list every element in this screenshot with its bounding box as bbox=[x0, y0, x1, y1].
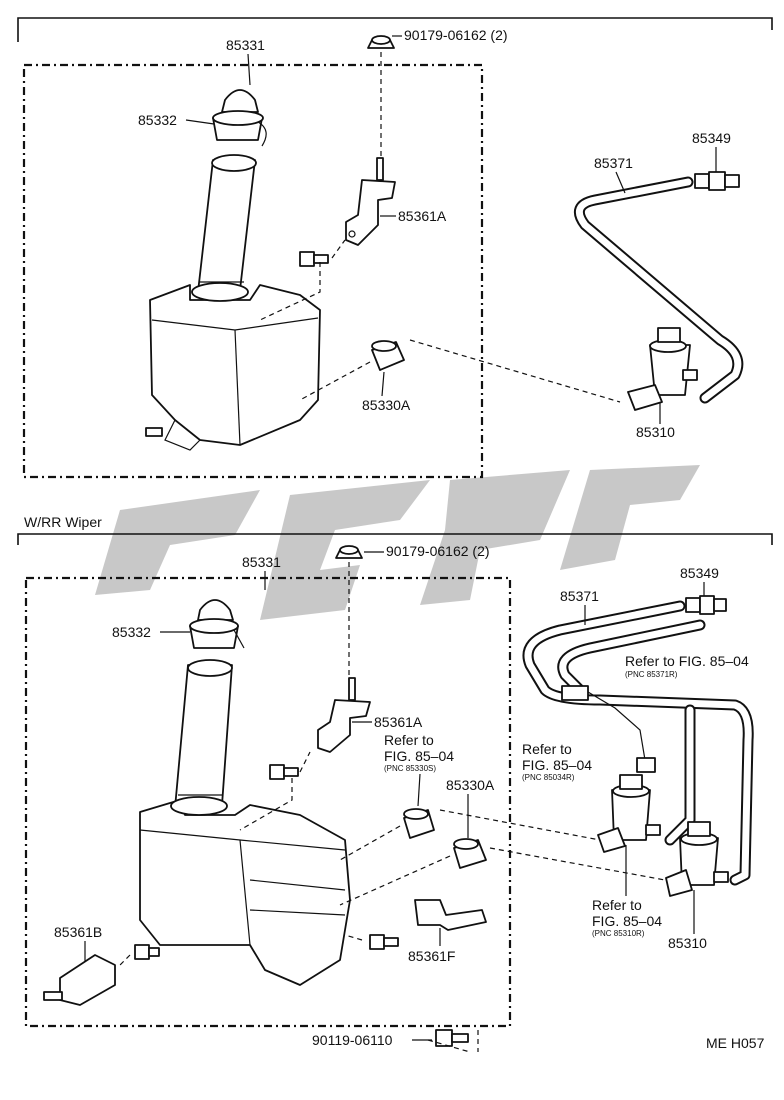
ref-connector-pnc: (PNC 85034R) bbox=[522, 773, 575, 782]
ref-grommet-line1: Refer to bbox=[384, 732, 434, 748]
label-motor-2: 85310 bbox=[668, 935, 707, 951]
label-hose-2: 85371 bbox=[560, 588, 599, 604]
ref-motor-line1: Refer to bbox=[592, 897, 642, 913]
label-grommet-2: 85330A bbox=[446, 777, 495, 793]
tank-assembly-box bbox=[22, 63, 484, 479]
label-cap-2: 85332 bbox=[112, 624, 151, 640]
label-motor: 85310 bbox=[636, 424, 675, 440]
ref-hose-line1: Refer to FIG. 85–04 bbox=[625, 653, 749, 669]
joint-85349 bbox=[694, 171, 740, 191]
section-2: W/RR Wiper bbox=[17, 514, 773, 1053]
ref-connector-line1: Refer to bbox=[522, 741, 572, 757]
bolt-90119 bbox=[435, 1029, 469, 1047]
bracket-85361A bbox=[345, 157, 396, 246]
ref-motor-pnc: (PNC 85310R) bbox=[592, 929, 645, 938]
bracket-85361F bbox=[369, 899, 487, 950]
grommet-85330A-a bbox=[403, 808, 435, 839]
ref-motor-line2: FIG. 85–04 bbox=[592, 913, 662, 929]
tank-assembly-box-2 bbox=[24, 576, 512, 1028]
bolt-small-2 bbox=[269, 764, 299, 780]
nut-90179 bbox=[367, 35, 395, 49]
label-nut: 90179-06162 (2) bbox=[404, 27, 508, 43]
tank-cap bbox=[212, 89, 267, 147]
section-2-frame bbox=[17, 533, 773, 545]
grommet-85330A-b bbox=[453, 838, 487, 869]
connector bbox=[561, 685, 656, 773]
section-2-title: W/RR Wiper bbox=[24, 514, 102, 530]
label-hose: 85371 bbox=[594, 155, 633, 171]
section-1: 85331 85332 90179-06162 (2) 85361A 85330… bbox=[17, 17, 773, 479]
ref-grommet-pnc: (PNC 85330S) bbox=[384, 764, 436, 773]
label-tank-assy: 85331 bbox=[226, 37, 265, 53]
label-joint-2: 85349 bbox=[680, 565, 719, 581]
bolt-small bbox=[299, 251, 329, 267]
nut-90179-2 bbox=[335, 545, 363, 559]
pump-motor-85310-2 bbox=[665, 821, 729, 897]
label-nut-2: 90179-06162 (2) bbox=[386, 543, 490, 559]
label-tank-assy-2: 85331 bbox=[242, 554, 281, 570]
label-bracket: 85361A bbox=[398, 208, 447, 224]
bracket-85361A-2 bbox=[317, 677, 371, 753]
tank-cap-2 bbox=[189, 599, 245, 649]
label-bracket-f: 85361F bbox=[408, 948, 455, 964]
label-bolt-90119: 90119-06110 bbox=[312, 1032, 393, 1048]
section-1-frame bbox=[17, 17, 773, 42]
label-joint: 85349 bbox=[692, 130, 731, 146]
figure-code: ME H057 bbox=[706, 1035, 765, 1051]
ref-grommet-line2: FIG. 85–04 bbox=[384, 748, 454, 764]
watermark-logo bbox=[95, 465, 700, 620]
ref-hose-pnc: (PNC 85371R) bbox=[625, 670, 678, 679]
label-grommet: 85330A bbox=[362, 397, 411, 413]
ref-connector-line2: FIG. 85–04 bbox=[522, 757, 592, 773]
label-bracket-b: 85361B bbox=[54, 924, 102, 940]
grommet-85330A bbox=[371, 340, 405, 371]
pump-motor-85310 bbox=[627, 327, 698, 411]
bracket-85361B bbox=[43, 944, 160, 1006]
joint-85349-2 bbox=[685, 595, 727, 615]
washer-tank-2 bbox=[139, 659, 351, 986]
washer-tank bbox=[145, 154, 321, 451]
pump-motor-front bbox=[597, 774, 661, 853]
label-cap: 85332 bbox=[138, 112, 177, 128]
hose-85371 bbox=[573, 176, 744, 404]
label-bracket-a-2: 85361A bbox=[374, 714, 423, 730]
